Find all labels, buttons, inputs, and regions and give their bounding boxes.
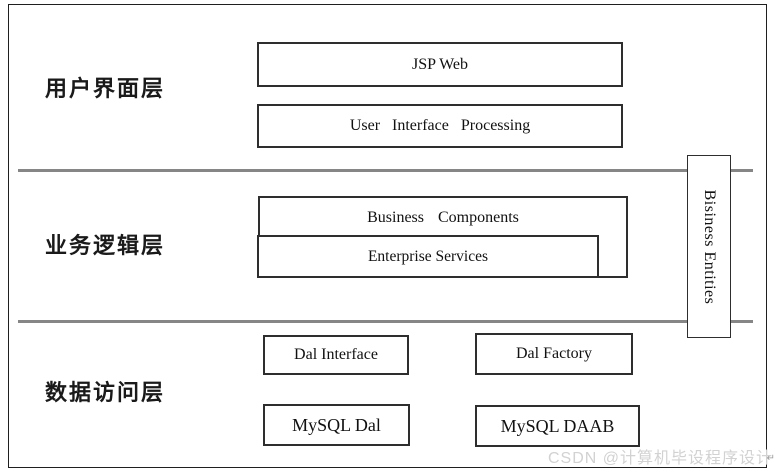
csdn-watermark: CSDN @计算机毕设程序设计	[547, 450, 773, 467]
box-business-entities-label: Bisiness Entities	[701, 189, 718, 304]
box-dal-factory: Dal Factory	[475, 333, 633, 375]
layer-label-data-access: 数据访问层	[45, 380, 166, 405]
box-enterprise-services: Enterprise Services	[257, 235, 599, 278]
layer-label-user-interface: 用户界面层	[45, 76, 166, 101]
layer-label-business-logic: 业务逻辑层	[45, 233, 166, 258]
box-jsp-web: JSP Web	[257, 42, 623, 87]
layer-divider-top	[18, 169, 753, 172]
return-mark-glyph: ↵	[766, 453, 775, 464]
box-business-entities: Bisiness Entities	[687, 155, 731, 338]
layer-divider-bottom	[18, 320, 753, 323]
box-dal-interface: Dal Interface	[263, 335, 409, 375]
box-mysql-dal: MySQL Dal	[263, 404, 410, 446]
box-mysql-daab: MySQL DAAB	[475, 405, 640, 447]
box-business-components-label: Business Components	[367, 208, 519, 226]
box-user-interface-processing: User Interface Processing	[257, 104, 623, 148]
